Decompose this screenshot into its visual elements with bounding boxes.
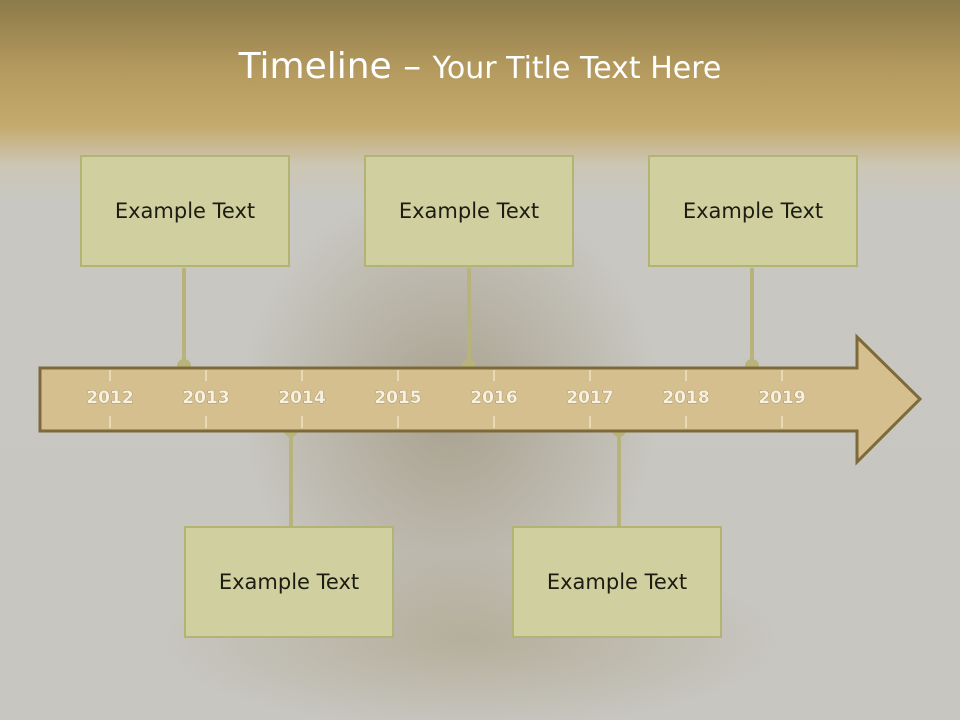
year-labels: 2012 2013 2014 2015 2016 2017 2018 2019 (86, 388, 806, 409)
event-box-top-2[interactable]: Example Text (364, 155, 574, 267)
event-text: Example Text (398, 199, 540, 223)
event-text: Example Text (546, 570, 688, 594)
year-label-2013: 2013 (182, 388, 229, 408)
year-label-2017: 2017 (566, 388, 613, 408)
year-label-2015: 2015 (374, 388, 421, 408)
tick-marks (109, 370, 783, 428)
year-label-2019: 2019 (758, 388, 805, 408)
event-text: Example Text (682, 199, 824, 223)
timeline-arrow (38, 333, 923, 466)
title-sub: Your Title Text Here (432, 51, 722, 86)
year-label-2014: 2014 (278, 388, 325, 408)
year-label-2016: 2016 (470, 388, 517, 408)
event-box-bottom-2[interactable]: Example Text (512, 526, 722, 638)
event-box-top-3[interactable]: Example Text (648, 155, 858, 267)
event-box-top-1[interactable]: Example Text (80, 155, 290, 267)
year-label-2012: 2012 (86, 388, 133, 408)
event-text: Example Text (114, 199, 256, 223)
title-main: Timeline – (238, 46, 433, 87)
event-text: Example Text (218, 570, 360, 594)
year-label-2018: 2018 (662, 388, 709, 408)
event-box-bottom-1[interactable]: Example Text (184, 526, 394, 638)
slide-title: Timeline – Your Title Text Here (0, 44, 960, 92)
